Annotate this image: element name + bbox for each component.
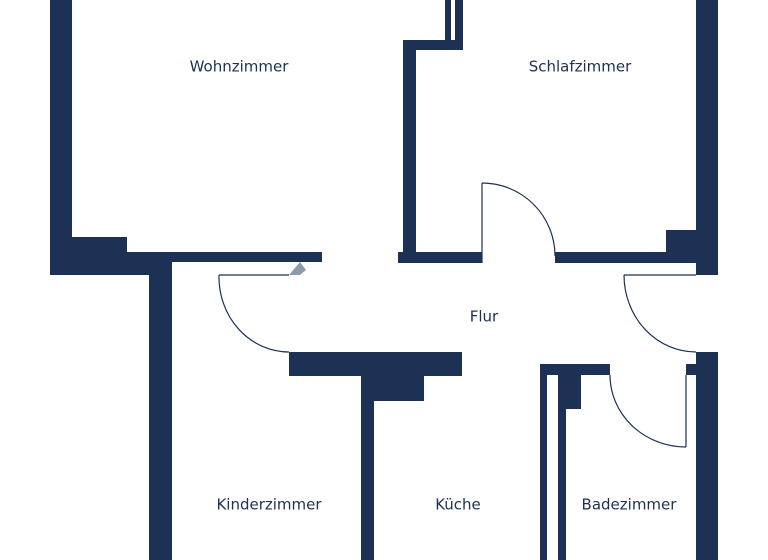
room-label-schlafzimmer: Schlafzimmer	[529, 58, 632, 76]
wall-kueche-left	[361, 376, 374, 560]
room-label-badezimmer: Badezimmer	[582, 496, 678, 514]
wall-schlafzimmer-bottom-right	[555, 252, 696, 263]
door-badezimmer	[609, 374, 687, 448]
wall-kueche-block	[361, 376, 424, 401]
door-right-exit	[623, 274, 697, 353]
room-label-kinderzimmer: Kinderzimmer	[216, 496, 322, 514]
wall-schlafzimmer-top-stub	[455, 0, 463, 50]
wall-corner-block-left	[72, 237, 127, 262]
wall-corner-block-right	[666, 230, 696, 263]
hall-marker-icon	[289, 262, 306, 275]
wall-kinderzimmer-left	[149, 262, 172, 560]
wall-schlafzimmer-left	[403, 40, 416, 252]
wall-right-upper	[696, 0, 718, 275]
wall-hall-left-step	[50, 262, 172, 275]
wall-schlafzimmer-bottom-left	[398, 252, 482, 263]
wall-kueche-right	[540, 364, 547, 560]
wall-badezimmer-top-right	[686, 364, 696, 375]
wall-badezimmer-top	[540, 364, 610, 375]
room-label-kueche: Küche	[435, 496, 481, 514]
wall-kinderzimmer-top	[289, 352, 462, 376]
wall-schlafzimmer-notch	[403, 40, 463, 50]
wall-right-lower	[696, 352, 718, 560]
door-schlafzimmer	[481, 182, 556, 263]
room-label-wohnzimmer: Wohnzimmer	[190, 58, 290, 76]
room-label-flur: Flur	[470, 308, 499, 326]
wall-kinderzimmer-top-stub	[289, 352, 301, 376]
door-kinderzimmer	[218, 274, 290, 353]
wall-wohnzimmer-bottom	[50, 252, 322, 262]
wall-badezimmer-inner	[558, 375, 566, 560]
wall-wohnzimmer-right-stub	[445, 0, 451, 40]
wall-wohnzimmer-left	[50, 0, 72, 275]
